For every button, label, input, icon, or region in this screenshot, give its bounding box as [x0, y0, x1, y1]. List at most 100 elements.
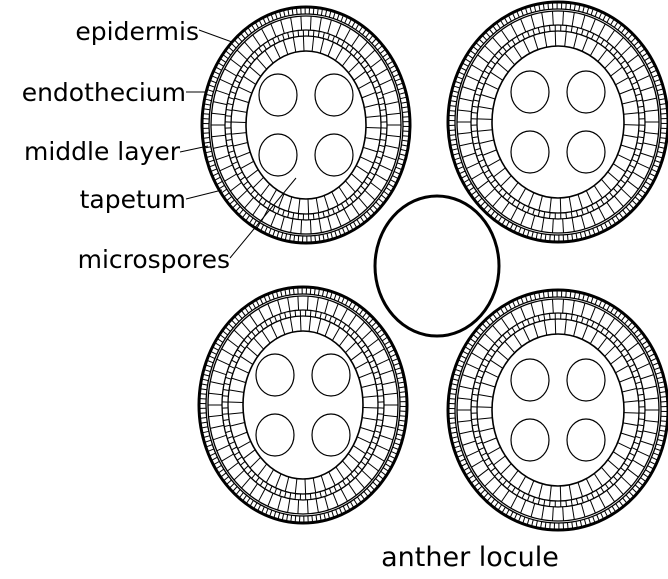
leader-epidermis: [199, 30, 232, 42]
microspore: [511, 71, 549, 113]
cell-wall: [201, 418, 207, 419]
cell-wall: [291, 515, 292, 521]
cell-wall: [378, 396, 384, 397]
cell-wall: [570, 292, 571, 298]
cell-wall: [204, 114, 210, 115]
cell-wall: [308, 199, 309, 214]
label-microspores: microspores: [78, 245, 230, 274]
cell-wall: [298, 31, 299, 37]
cell-wall: [661, 421, 667, 422]
cell-wall: [298, 236, 299, 242]
cell-wall: [310, 494, 311, 500]
cell-wall: [366, 128, 381, 129]
cell-wall: [570, 4, 571, 10]
label-epidermis: epidermis: [75, 17, 199, 46]
cell-wall: [301, 220, 302, 234]
cell-wall: [545, 522, 546, 528]
cell-wall: [639, 419, 645, 420]
cell-wall: [566, 501, 567, 507]
caption-anther-locule: anther locule: [381, 542, 559, 573]
microspore: [312, 414, 350, 456]
cell-wall: [314, 289, 315, 295]
cell-wall: [450, 423, 456, 424]
cell-wall: [313, 8, 314, 14]
cell-wall: [300, 316, 301, 331]
microspore: [567, 359, 605, 401]
cell-wall: [661, 133, 667, 134]
label-middle-layer: middle layer: [24, 137, 181, 166]
cell-wall: [555, 319, 556, 334]
cell-wall: [310, 220, 311, 234]
cell-wall: [660, 397, 666, 398]
cell-wall: [363, 408, 378, 409]
cell-wall: [555, 31, 556, 46]
cell-wall: [295, 311, 296, 317]
cell-wall: [568, 235, 569, 241]
cell-wall: [548, 4, 549, 10]
cell-wall: [402, 112, 408, 113]
cell-wall: [317, 9, 318, 15]
cell-wall: [449, 130, 455, 131]
cell-wall: [560, 198, 561, 213]
cell-wall: [550, 26, 551, 32]
microspore: [511, 359, 549, 401]
cell-wall: [381, 116, 387, 117]
cell-wall: [381, 134, 387, 135]
cell-wall: [305, 479, 306, 494]
cell-wall: [545, 234, 546, 240]
cell-wall: [548, 292, 549, 298]
cell-wall: [301, 16, 302, 30]
cell-wall: [566, 314, 567, 320]
cell-wall: [225, 116, 231, 117]
microspore: [259, 74, 297, 116]
locule-top-right: [448, 2, 668, 242]
cell-wall: [303, 36, 304, 51]
cell-wall: [201, 394, 207, 395]
cell-wall: [661, 114, 667, 115]
microspore: [315, 74, 353, 116]
locule-bottom-left: [199, 287, 407, 523]
cell-wall: [566, 213, 567, 219]
label-tapetum: tapetum: [80, 185, 186, 214]
cell-wall: [298, 500, 299, 514]
cell-wall: [310, 288, 311, 294]
microspore: [567, 419, 605, 461]
cell-wall: [639, 131, 645, 132]
locule-top-left: [202, 7, 410, 243]
cell-wall: [624, 413, 639, 414]
cell-wall: [568, 523, 569, 529]
cell-wall: [550, 213, 551, 219]
cell-wall: [477, 119, 492, 120]
cell-wall: [471, 401, 477, 402]
cell-wall: [231, 122, 246, 123]
cell-wall: [471, 113, 477, 114]
cell-wall: [225, 134, 231, 135]
microspore: [511, 131, 549, 173]
microspore: [259, 134, 297, 176]
cell-wall: [471, 131, 477, 132]
microspore: [315, 134, 353, 176]
cell-wall: [449, 418, 455, 419]
cell-wall: [403, 136, 409, 137]
cell-wall: [560, 486, 561, 501]
cell-wall: [313, 31, 314, 37]
cell-wall: [566, 26, 567, 32]
cell-wall: [222, 414, 228, 415]
cell-wall: [307, 500, 308, 514]
locule-bottom-right: [448, 290, 668, 530]
microspore: [256, 354, 294, 396]
cell-wall: [297, 9, 298, 15]
cell-wall: [450, 111, 456, 112]
cell-wall: [294, 289, 295, 295]
cell-wall: [313, 214, 314, 220]
microspore: [256, 414, 294, 456]
cell-wall: [294, 235, 295, 241]
cell-wall: [222, 396, 228, 397]
leader-tapetum: [186, 190, 222, 199]
cell-wall: [295, 516, 296, 522]
microspore: [567, 71, 605, 113]
cell-wall: [298, 214, 299, 220]
cell-wall: [307, 296, 308, 310]
cell-wall: [477, 407, 492, 408]
